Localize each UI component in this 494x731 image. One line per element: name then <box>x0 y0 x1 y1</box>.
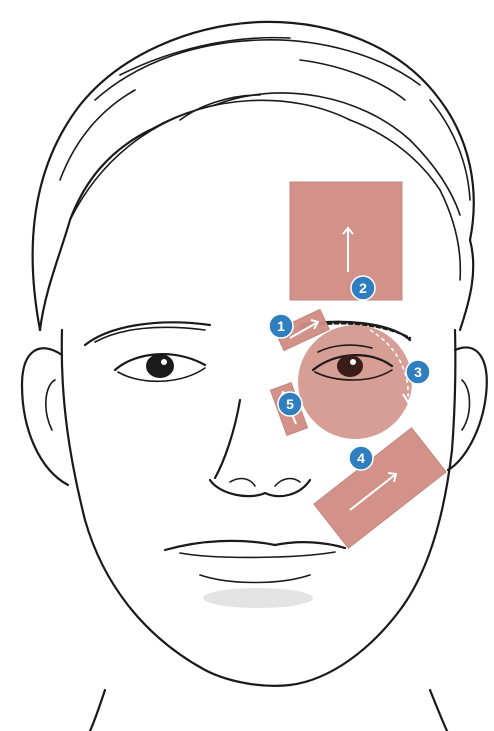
tape-4-cheek <box>314 428 446 548</box>
svg-text:1: 1 <box>277 318 285 334</box>
mouth <box>165 541 345 608</box>
hair <box>33 22 474 330</box>
marker-5: 5 <box>278 392 302 416</box>
left-eyebrow <box>85 322 210 345</box>
svg-text:5: 5 <box>286 396 294 412</box>
marker-1: 1 <box>269 314 293 338</box>
neck <box>90 690 447 731</box>
svg-text:3: 3 <box>414 364 422 380</box>
marker-3: 3 <box>406 360 430 384</box>
svg-text:2: 2 <box>359 280 367 296</box>
svg-text:4: 4 <box>357 450 365 466</box>
marker-4: 4 <box>349 446 373 470</box>
tape-2-forehead <box>290 182 402 300</box>
left-eye <box>115 354 205 381</box>
tape-3-eye-circle <box>298 325 412 439</box>
marker-2: 2 <box>351 276 375 300</box>
